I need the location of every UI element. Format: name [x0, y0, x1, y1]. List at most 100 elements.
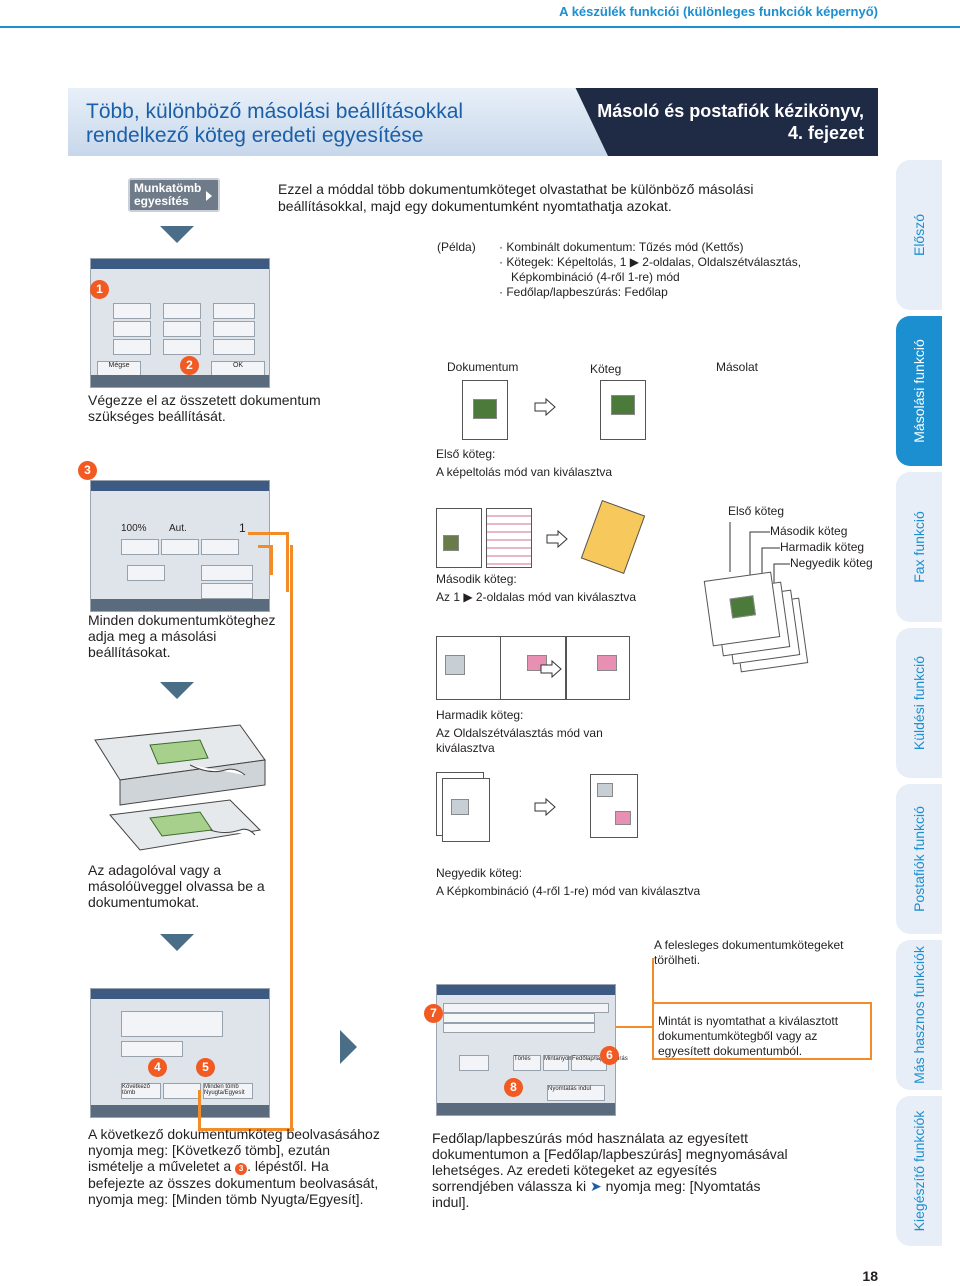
first-batch-label: Első köteg: [436, 447, 496, 461]
second-batch-label: Második köteg: [436, 572, 517, 586]
delete-button[interactable]: Törlés [513, 1055, 541, 1071]
tab-postafiok-funkcio[interactable]: Postafiók funkció [896, 784, 942, 934]
callout-line [258, 545, 272, 548]
note-line: egyesített dokumentumból. [658, 1044, 803, 1058]
note-line: Mintát is nyomtathat a kiválasztott [658, 1014, 839, 1028]
tab-mas-hasznos-funkciok[interactable]: Más hasznos funkciók [896, 940, 942, 1090]
screen-button[interactable] [113, 339, 151, 355]
step-3-badge: 3 [78, 461, 97, 480]
screen-button[interactable] [163, 339, 201, 355]
fourth-batch-label: Negyedik köteg: [436, 866, 523, 880]
tab-label: Előszó [911, 213, 927, 257]
example-list: · Kombinált dokumentum: Tűzés mód (Kettő… [499, 240, 859, 300]
merge-all-button[interactable]: Minden tömb Nyugta/Egyesít [203, 1083, 253, 1099]
tab-label: Kiegészítő funkciók [911, 1110, 927, 1232]
screen-button[interactable] [201, 565, 253, 581]
document-page [566, 636, 630, 700]
callout-line [652, 958, 654, 1002]
callout-line [270, 545, 273, 575]
sample-button[interactable]: Mintanyomat [543, 1055, 578, 1071]
tab-label: Postafiók funkció [911, 806, 927, 912]
screen-button[interactable] [121, 539, 159, 555]
callout-line [286, 532, 289, 592]
screen-button[interactable] [121, 1041, 183, 1057]
next-batch-button[interactable]: Következő tömb [121, 1083, 161, 1099]
example-item: Képkombináció (4-ről 1-re) mód [511, 270, 680, 284]
intro-text: Ezzel a móddal több dokumentumköteget ol… [278, 181, 838, 215]
screen-button[interactable] [201, 539, 239, 555]
photo-thumbnail [729, 595, 756, 619]
note-line: dokumentumkötegből vagy az [658, 1029, 818, 1043]
first-batch-desc: A képeltolás mód van kiválasztva [436, 465, 613, 479]
caption-fragment: sorrendjében válassza ki [432, 1178, 587, 1194]
caption-line: Az adagolóval vagy a [88, 862, 222, 878]
screen-button[interactable] [113, 321, 151, 337]
screen-button[interactable] [459, 1055, 489, 1071]
tab-label: Fax funkció [911, 511, 927, 583]
screen-footer [437, 1103, 615, 1115]
caption-line: nyomja meg: [Következő tömb], ezután [88, 1142, 331, 1158]
step-1-badge: 1 [90, 280, 109, 299]
screen-button[interactable] [201, 583, 253, 599]
screen-titlebar [91, 481, 269, 491]
screen-button[interactable] [163, 1083, 201, 1099]
caption-line: dokumentumon a [Fedőlap/lapbeszúrás] meg… [432, 1146, 788, 1162]
step5-caption: A következő dokumentumköteg beolvasásáho… [88, 1126, 418, 1207]
screen-button[interactable] [213, 303, 255, 319]
screen-footer [91, 375, 269, 387]
cover-insert-button[interactable]: Fedőlap/lapbeszúrás [571, 1055, 628, 1071]
note-delete: A felesleges dokumentumkötegeket törölhe… [654, 938, 843, 968]
table-row[interactable] [443, 1023, 595, 1033]
screen-button[interactable] [163, 303, 201, 319]
caption-line: indul]. [432, 1194, 470, 1210]
tab-kuldesi-funkcio[interactable]: Küldési funkció [896, 628, 942, 778]
tab-label: Másolási funkció [911, 339, 927, 443]
screen-button[interactable] [113, 303, 151, 319]
down-arrow-icon [160, 682, 194, 699]
tab-masolasi-funkcio[interactable]: Másolási funkció [896, 316, 942, 466]
tab-fax-funkcio[interactable]: Fax funkció [896, 472, 942, 622]
caption-line: Fedőlap/lapbeszúrás mód használata az eg… [432, 1130, 748, 1146]
caption-line: lehetséges. Az eredeti kötegeket az egye… [432, 1162, 717, 1178]
page-title: Több, különböző másolási beállításokkal … [86, 100, 463, 148]
list-header [443, 1003, 609, 1013]
manual-line1: Másoló és postafiók kézikönyv, [597, 101, 864, 121]
screen-button[interactable] [213, 321, 255, 337]
caption-line: ismételje a műveletet a 3. lépéstől. Ha [88, 1158, 418, 1175]
banner-title-panel: Több, különböző másolási beállításokkal … [68, 88, 608, 156]
photo-thumbnail [597, 655, 617, 671]
photo-thumbnail [615, 811, 631, 825]
example-label: (Példa) [437, 240, 476, 254]
outline-arrow-icon [534, 798, 556, 816]
print-start-button[interactable]: Nyomtatás indul [547, 1085, 605, 1101]
tab-eloszo[interactable]: Előszó [896, 160, 942, 310]
screen-footer [91, 1105, 269, 1117]
tab-kiegeszito-funkciok[interactable]: Kiegészítő funkciók [896, 1096, 942, 1246]
caption-line: adja meg a másolási [88, 628, 217, 644]
table-row[interactable] [443, 1013, 595, 1023]
caption-line: befejezte az összes dokumentum beolvasás… [88, 1175, 379, 1191]
caption-line: másolóüveggel olvassa be a [88, 878, 265, 894]
screen-button[interactable] [163, 321, 201, 337]
callout-line [248, 532, 288, 535]
screen-titlebar [91, 989, 269, 999]
caption-line: sorrendjében válassza ki ➤ nyomja meg: [… [432, 1178, 832, 1194]
caption-line: Minden dokumentumköteghez [88, 612, 276, 628]
photo-thumbnail [611, 395, 635, 415]
note-line: A felesleges dokumentumkötegeket [654, 938, 844, 952]
caption-line: nyomja meg: [Minden tömb Nyugta/Egyesít]… [88, 1191, 364, 1207]
document-page [580, 500, 646, 574]
col-koteg: Köteg [590, 362, 622, 376]
outline-arrow-icon [540, 660, 562, 678]
page-number: 18 [862, 1268, 878, 1284]
document-page [590, 774, 638, 838]
callout-line [198, 1128, 294, 1131]
screen-scan-status: Következő tömb Minden tömb Nyugta/Egyesí… [90, 988, 270, 1118]
munkatomb-egyesites-button[interactable]: Munkatömb egyesítés [128, 178, 220, 212]
screen-button[interactable] [161, 539, 199, 555]
screen-button[interactable] [213, 339, 255, 355]
document-page [600, 380, 646, 440]
step-5-badge: 5 [196, 1058, 215, 1077]
right-arrow-icon [340, 1030, 357, 1064]
screen-button[interactable] [127, 565, 165, 581]
